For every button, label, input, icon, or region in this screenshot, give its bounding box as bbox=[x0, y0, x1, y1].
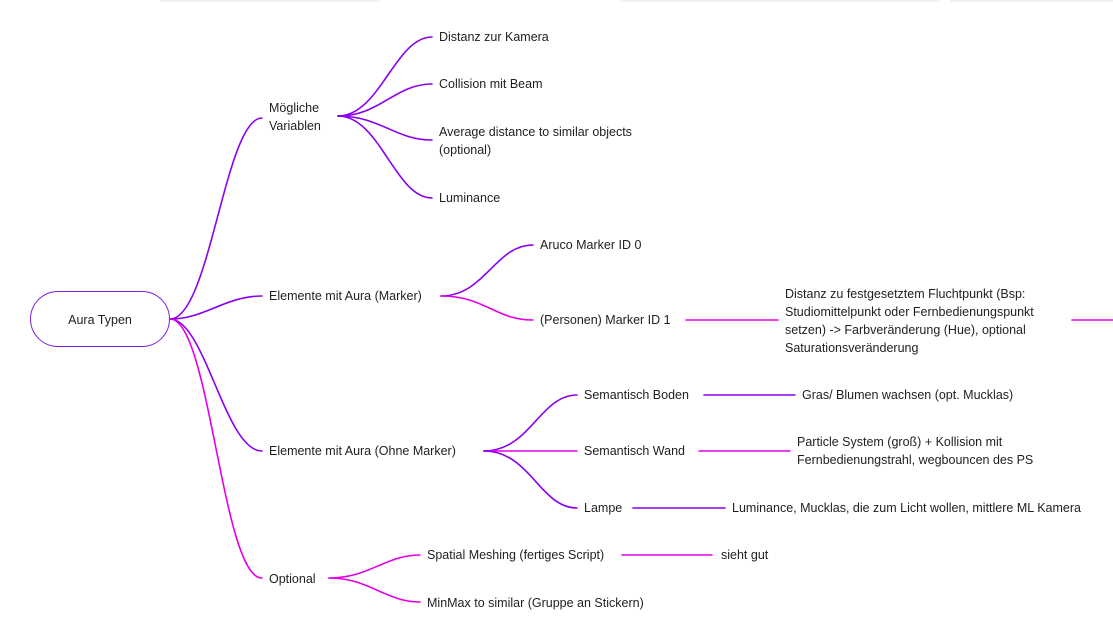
edge-ohne-boden bbox=[483, 394, 578, 452]
edge-root-variablen bbox=[169, 117, 263, 320]
top-bar-right bbox=[950, 0, 1113, 2]
node-aruco-marker-id-0[interactable]: Aruco Marker ID 0 bbox=[540, 238, 642, 252]
edge-root-optional bbox=[169, 318, 263, 579]
edge-variablen-similar bbox=[337, 115, 433, 141]
node-semantisch-boden[interactable]: Semantisch Boden bbox=[584, 388, 689, 402]
node-personen-detail[interactable]: Distanz zu festgesetztem Fluchtpunkt (Bs… bbox=[785, 287, 1034, 355]
node-boden-detail[interactable]: Gras/ Blumen wachsen (opt. Mucklas) bbox=[802, 388, 1014, 402]
node-elemente-mit-aura-ohne-marker[interactable]: Elemente mit Aura (Ohne Marker) bbox=[269, 444, 456, 458]
node-distanz-zur-kamera[interactable]: Distanz zur Kamera bbox=[439, 30, 549, 44]
top-bar-left bbox=[160, 0, 380, 2]
node-wand-detail[interactable]: Particle System (groß) + Kollision mit F… bbox=[797, 435, 1034, 467]
edge-variablen-beam bbox=[337, 83, 433, 117]
edge-ohne-lampe bbox=[483, 450, 578, 509]
node-semantisch-wand[interactable]: Semantisch Wand bbox=[584, 444, 685, 458]
node-sieht-gut[interactable]: sieht gut bbox=[721, 548, 769, 562]
node-lampe-detail[interactable]: Luminance, Mucklas, die zum Licht wollen… bbox=[732, 501, 1081, 515]
node-lampe[interactable]: Lampe bbox=[584, 501, 623, 515]
edge-variablen-kamera bbox=[337, 36, 433, 117]
edge-optional-meshing bbox=[328, 554, 421, 579]
node-personen-marker-id-1[interactable]: (Personen) Marker ID 1 bbox=[540, 313, 671, 327]
top-bar-middle bbox=[620, 0, 940, 2]
edge-root-ohne-marker bbox=[169, 318, 263, 452]
node-luminance[interactable]: Luminance bbox=[439, 191, 501, 205]
node-moegliche-variablen[interactable]: Mögliche Variablen bbox=[269, 101, 321, 133]
node-minmax-to-similar[interactable]: MinMax to similar (Gruppe an Stickern) bbox=[427, 596, 644, 610]
node-collision-mit-beam[interactable]: Collision mit Beam bbox=[439, 77, 543, 91]
edge-root-marker bbox=[169, 295, 263, 320]
node-optional[interactable]: Optional bbox=[269, 572, 316, 586]
root-node[interactable]: Aura Typen bbox=[30, 291, 170, 347]
node-elemente-mit-aura-marker[interactable]: Elemente mit Aura (Marker) bbox=[269, 289, 422, 303]
edge-marker-personen bbox=[440, 295, 534, 321]
root-node-label: Aura Typen bbox=[68, 313, 132, 327]
node-spatial-meshing[interactable]: Spatial Meshing (fertiges Script) bbox=[427, 548, 605, 562]
edge-optional-minmax bbox=[328, 577, 421, 603]
edge-marker-aruco bbox=[440, 244, 534, 297]
edge-variablen-luminance bbox=[337, 115, 433, 199]
node-average-distance[interactable]: Average distance to similar objects (opt… bbox=[439, 125, 632, 157]
